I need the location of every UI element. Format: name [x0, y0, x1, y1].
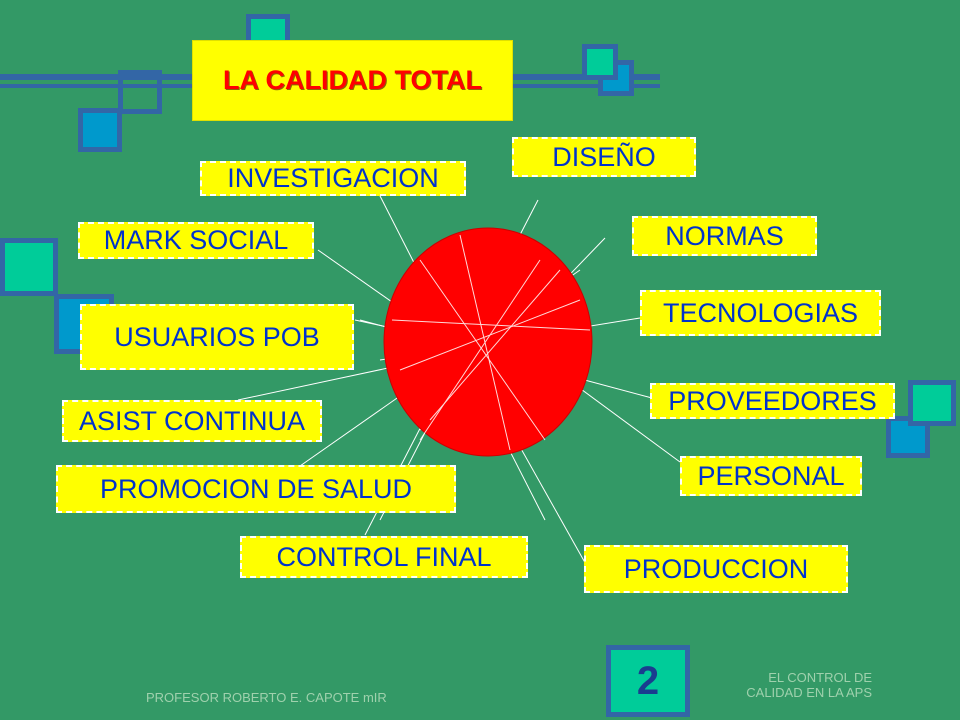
decor-square [118, 70, 162, 114]
decor-square [908, 380, 956, 426]
label-diseno: DISEÑO [512, 137, 696, 177]
footer-subtitle-line1: EL CONTROL DE [768, 670, 872, 685]
footer-subtitle: EL CONTROL DE CALIDAD EN LA APS [712, 670, 872, 700]
center-circle [383, 227, 593, 457]
label-promocion-salud: PROMOCION DE SALUD [56, 465, 456, 513]
footer-author: PROFESOR ROBERTO E. CAPOTE mIR [146, 690, 387, 705]
label-investigacion: INVESTIGACION [200, 161, 466, 196]
label-normas: NORMAS [632, 216, 817, 256]
label-usuarios-pob: USUARIOS POB [80, 304, 354, 370]
slide-number: 2 [636, 658, 660, 703]
decor-square [582, 44, 618, 80]
title-box: LA CALIDAD TOTAL [192, 40, 513, 121]
slide-title: LA CALIDAD TOTAL [223, 65, 482, 95]
label-tecnologias: TECNOLOGIAS [640, 290, 881, 336]
decor-square [78, 108, 122, 152]
label-proveedores: PROVEEDORES [650, 383, 895, 419]
label-mark-social: MARK SOCIAL [78, 222, 314, 259]
decor-square [0, 238, 58, 296]
slide-number-box: 2 [606, 645, 690, 717]
label-control-final: CONTROL FINAL [240, 536, 528, 578]
label-produccion: PRODUCCION [584, 545, 848, 593]
label-asist-continua: ASIST CONTINUA [62, 400, 322, 442]
footer-subtitle-line2: CALIDAD EN LA APS [746, 685, 872, 700]
label-personal: PERSONAL [680, 456, 862, 496]
